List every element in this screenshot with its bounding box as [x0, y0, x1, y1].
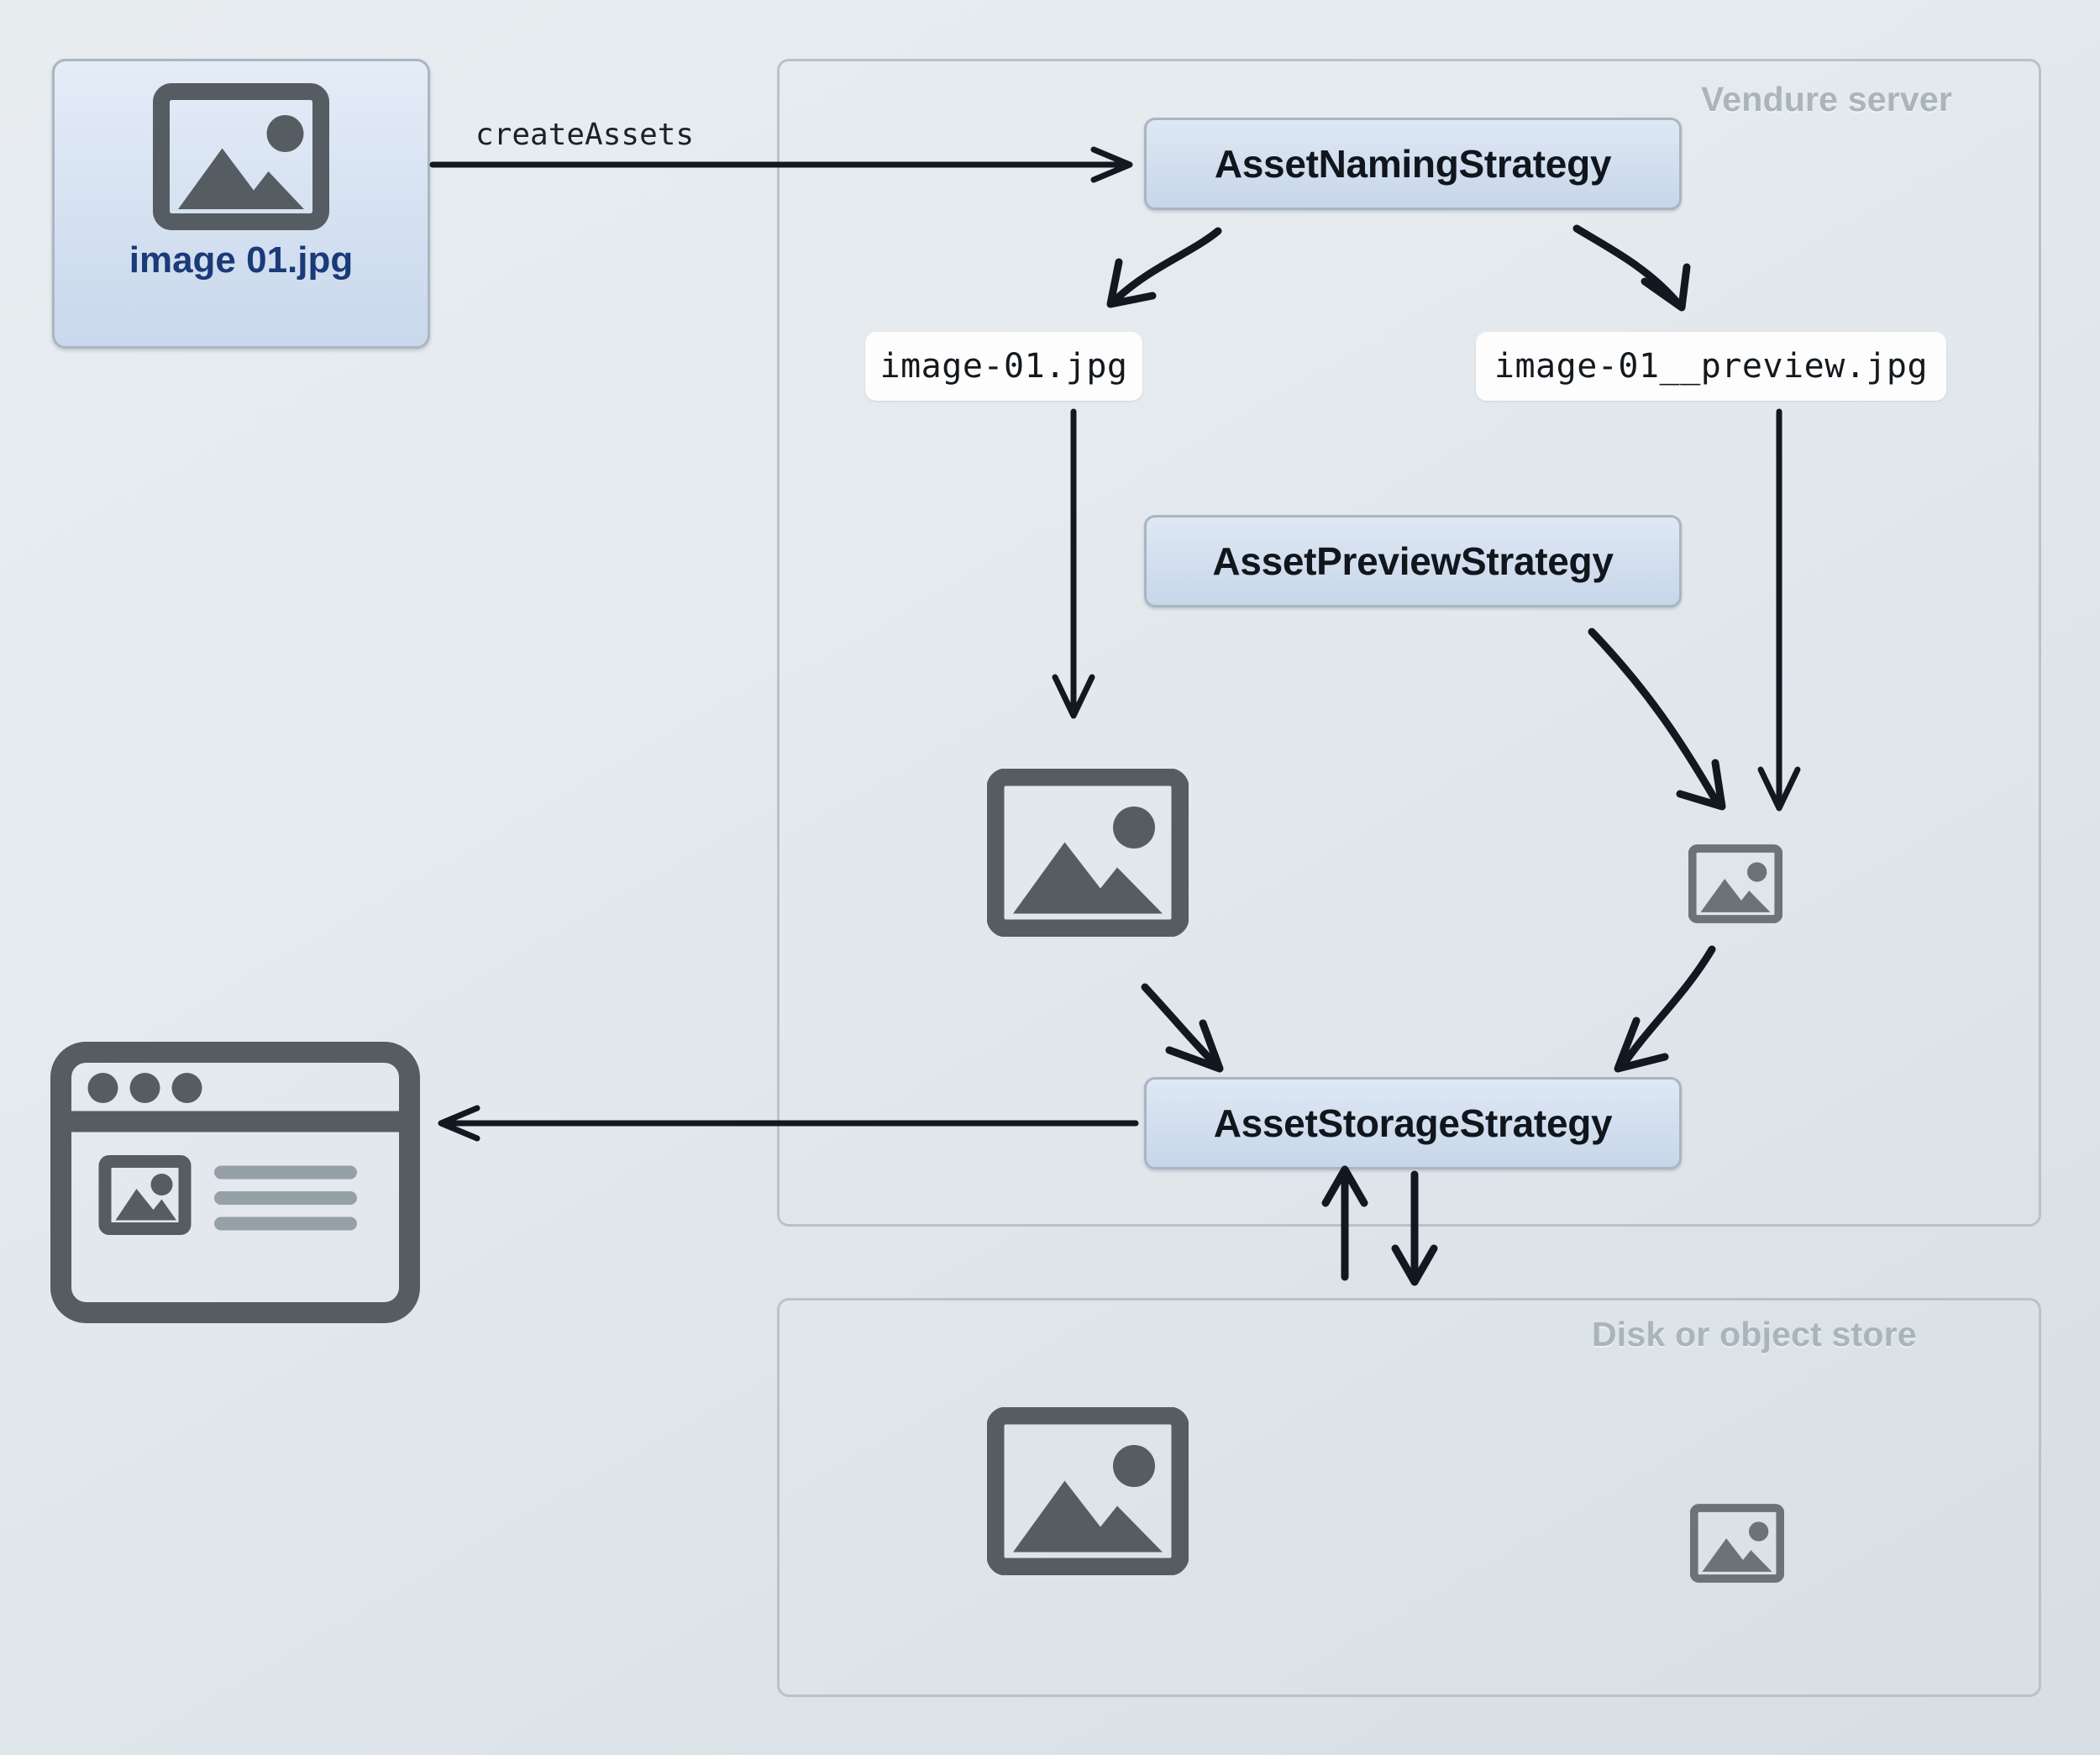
create-assets-edge-label: createAssets — [475, 118, 694, 152]
image-icon-svg — [153, 83, 329, 230]
region-vendure-server — [777, 59, 2041, 1227]
store-preview-image-icon — [1689, 1504, 1785, 1583]
image-icon — [153, 83, 329, 234]
asset-storage-strategy-label: AssetStorageStrategy — [1213, 1101, 1613, 1145]
preview-filename-chip: image-01__preview.jpg — [1476, 332, 1946, 401]
asset-naming-strategy-box[interactable]: AssetNamingStrategy — [1144, 118, 1682, 210]
image-icon-svg — [986, 1406, 1189, 1576]
region-vendure-server-label: Vendure server — [1701, 80, 1953, 118]
browser-window-icon[interactable] — [50, 1042, 420, 1323]
source-asset-card[interactable]: image 01.jpg — [52, 59, 430, 349]
asset-storage-strategy-box[interactable]: AssetStorageStrategy — [1144, 1077, 1682, 1169]
region-disk-store — [777, 1298, 2041, 1697]
server-image-icon — [986, 768, 1189, 938]
preview-filename-label: image-01__preview.jpg — [1494, 347, 1929, 386]
image-icon-svg — [986, 768, 1189, 938]
source-filename-label: image-01.jpg — [879, 347, 1128, 386]
store-image-icon — [986, 1406, 1189, 1576]
asset-naming-strategy-label: AssetNamingStrategy — [1214, 142, 1612, 186]
asset-preview-strategy-box[interactable]: AssetPreviewStrategy — [1144, 515, 1682, 607]
image-preview-icon-svg — [1688, 844, 1783, 923]
browser-window-icon-svg — [50, 1042, 420, 1323]
server-preview-image-icon — [1688, 844, 1783, 923]
region-disk-store-label: Disk or object store — [1592, 1315, 1917, 1353]
create-assets-label: createAssets — [475, 118, 695, 152]
asset-preview-strategy-label: AssetPreviewStrategy — [1212, 539, 1614, 583]
source-asset-label: image 01.jpg — [129, 239, 354, 281]
source-filename-chip: image-01.jpg — [865, 332, 1142, 401]
image-preview-icon-svg — [1689, 1504, 1785, 1583]
